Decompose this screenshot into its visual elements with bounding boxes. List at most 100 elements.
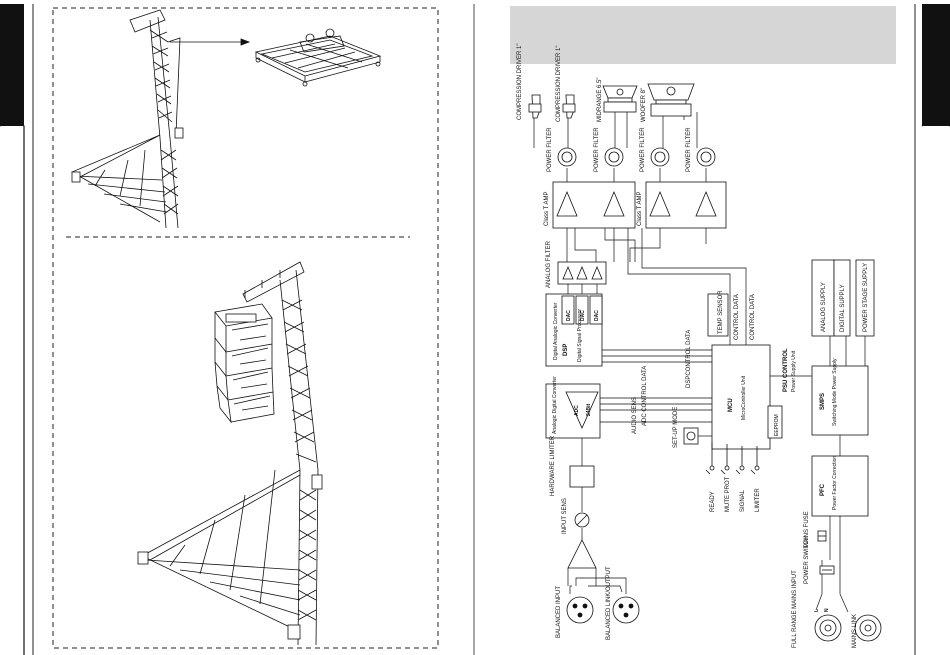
label-psu-control: PSU CONTROL xyxy=(783,348,789,392)
svg-text:BALANCED INPUT: BALANCED INPUT xyxy=(556,586,562,638)
label-hardware-limiter: HARDWARE LIMITER xyxy=(550,435,556,496)
label-adc-bits: 24Bit xyxy=(586,403,592,416)
svg-text:COMPRESSION DRIVER 1": COMPRESSION DRIVER 1" xyxy=(556,46,562,122)
truss-tower-with-flying-frame xyxy=(71,9,382,229)
label-adc-name: Analogic Digital Converter xyxy=(552,376,558,434)
eeprom-block xyxy=(767,405,783,439)
label-dsp-name: Digital Signal Processor xyxy=(577,309,583,362)
label-pin-n: N xyxy=(824,608,830,612)
svg-text:AUDIO SENS: AUDIO SENS xyxy=(632,397,638,434)
mcu-block xyxy=(711,344,771,450)
label-led-mute-prot: MUTE PROT xyxy=(725,476,731,512)
left-page xyxy=(0,4,439,655)
label-woofer: WOOFER 8" xyxy=(641,88,647,122)
svg-text:EEPROM: EEPROM xyxy=(774,414,780,436)
svg-text:Switching Mode Power Supply: Switching Mode Power Supply xyxy=(832,358,838,426)
diagram-labels: COMPRESSION DRIVER 1" COMPRESSION DRIVER… xyxy=(517,44,869,648)
label-led-signal: SIGNAL xyxy=(740,489,746,512)
smps-block xyxy=(811,365,869,436)
svg-text:MAINS LINK: MAINS LINK xyxy=(852,614,858,648)
full-range-mains-input-icon xyxy=(814,614,842,642)
right-page xyxy=(473,4,950,655)
svg-text:DSP: DSP xyxy=(563,344,569,356)
label-power-filter-4: POWER FILTER xyxy=(686,127,692,172)
label-psu-name: Power Supply Unit xyxy=(791,350,797,392)
svg-text:Analogic Digital Converter: Analogic Digital Converter xyxy=(552,376,558,434)
svg-text:WOOFER 8": WOOFER 8" xyxy=(641,88,647,122)
label-dac-2: DAC xyxy=(580,310,586,321)
label-dsp-control-data: DSPCONTROL DATA xyxy=(686,330,692,388)
status-leds xyxy=(705,442,760,475)
label-pin-l: L xyxy=(814,609,820,612)
label-temp-sensor: TEMP SENSOR xyxy=(718,290,724,334)
svg-text:POWER FILTER: POWER FILTER xyxy=(686,127,692,172)
svg-text:CONTROL DATA: CONTROL DATA xyxy=(734,294,740,340)
svg-text:DAC: DAC xyxy=(594,310,600,321)
power-stage-supply-block xyxy=(855,259,875,337)
svg-text:ADC CONTROL DATA: ADC CONTROL DATA xyxy=(642,366,648,426)
svg-text:POWER STAGE SUPPLY: POWER STAGE SUPPLY xyxy=(863,263,869,332)
svg-text:HARDWARE LIMITER: HARDWARE LIMITER xyxy=(550,435,556,496)
label-power-switch: POWER SWITCH xyxy=(804,536,810,584)
svg-text:MUTE PROT: MUTE PROT xyxy=(725,476,731,512)
svg-text:COMPRESSION DRIVER 1": COMPRESSION DRIVER 1" xyxy=(517,44,523,120)
digital-supply-block xyxy=(833,259,851,337)
label-dac-1: DAC xyxy=(566,310,572,321)
svg-text:CONTROL DATA: CONTROL DATA xyxy=(750,294,756,340)
label-dsp-converter: Digital Analogic Converter xyxy=(553,302,559,360)
label-adc: ADC xyxy=(574,405,580,416)
illustration-frame xyxy=(52,7,439,649)
label-amp-right: Class T AMP xyxy=(637,192,643,226)
svg-text:SMPS: SMPS xyxy=(820,393,826,410)
label-input-sens: INPUT SENS xyxy=(562,498,568,534)
label-audio-sens: AUDIO SENS xyxy=(632,397,638,434)
svg-text:DSPCONTROL DATA: DSPCONTROL DATA xyxy=(686,330,692,388)
label-digital-supply: DIGITAL SUPPLY xyxy=(840,284,846,332)
label-led-limiter: LIMITER xyxy=(755,488,761,512)
power-filters xyxy=(557,147,716,167)
svg-text:ADC: ADC xyxy=(574,405,580,416)
svg-text:ANALOG FILTER: ANALOG FILTER xyxy=(546,240,552,288)
label-midrange: MIDRANGE 6.5" xyxy=(597,78,603,122)
svg-text:POWER FILTER: POWER FILTER xyxy=(640,127,646,172)
balanced-input-xlr-icon xyxy=(566,596,594,624)
svg-text:Power Supply Unit: Power Supply Unit xyxy=(791,350,797,392)
truss-tower-with-line-array xyxy=(137,261,323,646)
svg-text:BALANCED LINK/OUTPUT: BALANCED LINK/OUTPUT xyxy=(606,566,612,640)
label-power-filter-1: POWER FILTER xyxy=(547,127,553,172)
setup-mode-switch xyxy=(683,427,699,445)
svg-text:MAINS FUSE: MAINS FUSE xyxy=(804,511,810,548)
svg-text:Digital Analogic Converter: Digital Analogic Converter xyxy=(553,302,559,360)
label-compression-driver-2: COMPRESSION DRIVER 1" xyxy=(556,46,562,122)
label-balanced-input: BALANCED INPUT xyxy=(556,586,562,638)
label-balanced-link: BALANCED LINK/OUTPUT xyxy=(606,566,612,640)
midrange-driver-icon xyxy=(602,85,638,113)
svg-text:DAC: DAC xyxy=(566,310,572,321)
svg-text:SET-UP MODE: SET-UP MODE xyxy=(673,407,679,448)
line-array-cabinets xyxy=(214,303,275,424)
svg-text:DAC: DAC xyxy=(580,310,586,321)
svg-text:LIMITER: LIMITER xyxy=(755,488,761,512)
woofer-driver-icon xyxy=(647,83,695,117)
svg-text:PSU CONTROL: PSU CONTROL xyxy=(783,348,789,392)
label-compression-driver-1: COMPRESSION DRIVER 1" xyxy=(517,44,523,120)
svg-text:SIGNAL: SIGNAL xyxy=(740,489,746,512)
label-power-stage-supply: POWER STAGE SUPPLY xyxy=(863,263,869,332)
svg-text:DIGITAL SUPPLY: DIGITAL SUPPLY xyxy=(840,284,846,332)
svg-text:ANALOG SUPPLY: ANALOG SUPPLY xyxy=(821,282,827,332)
svg-text:L: L xyxy=(814,609,820,612)
svg-text:Class T AMP: Class T AMP xyxy=(544,192,550,226)
label-power-filter-2: POWER FILTER xyxy=(594,127,600,172)
label-pfc-title: PFC xyxy=(820,483,826,496)
svg-text:MCU: MCU xyxy=(728,398,734,412)
label-setup-mode: SET-UP MODE xyxy=(673,407,679,448)
svg-text:N: N xyxy=(824,608,830,612)
header-band xyxy=(510,6,896,64)
svg-text:POWER FILTER: POWER FILTER xyxy=(547,127,553,172)
class-t-amplifiers xyxy=(552,181,727,229)
driver-section xyxy=(528,83,695,119)
label-smps-title: SMPS xyxy=(820,393,826,410)
label-mains-link: MAINS LINK xyxy=(852,614,858,648)
label-mcu-name: MicroController Unit xyxy=(741,375,747,420)
input-buffer xyxy=(567,539,597,569)
